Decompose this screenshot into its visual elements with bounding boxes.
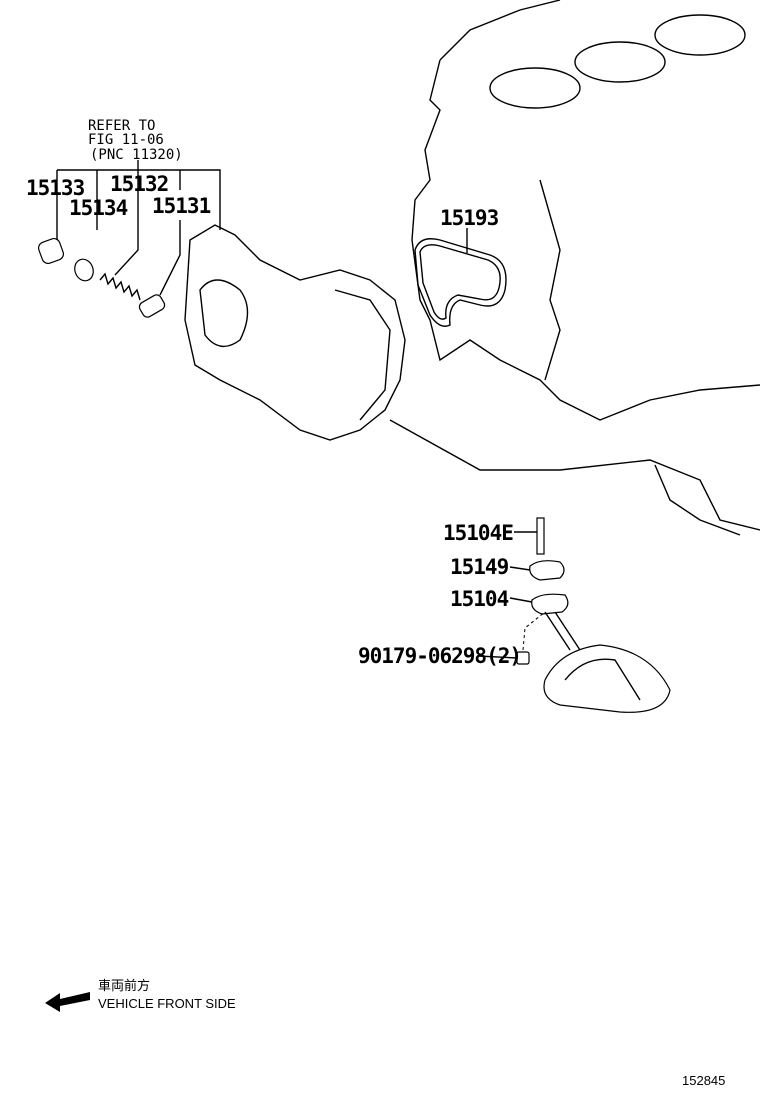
part-label-15149[interactable]: 15149: [450, 555, 510, 579]
part-label-15131[interactable]: 15131: [152, 194, 212, 218]
transmission-case-drawing: [184, 224, 406, 441]
part-label-90179-06298[interactable]: 90179-06298(2): [358, 644, 522, 668]
part-label-15132[interactable]: 15132: [110, 172, 169, 196]
gasket-15193-drawing: [414, 238, 507, 327]
small-parts-drawing: [37, 237, 671, 713]
refer-to-text: REFER TO: [88, 118, 155, 134]
pnc-ref-text: (PNC 11320): [90, 147, 183, 163]
engine-block-drawing: [389, 0, 760, 536]
vehicle-front-japanese: 車両前方: [98, 978, 150, 993]
fig-ref-text: FIG 11-06: [88, 132, 164, 148]
part-label-15193[interactable]: 15193: [440, 206, 500, 230]
vehicle-front-side-label: VEHICLE FRONT SIDE: [98, 996, 236, 1011]
part-label-15134[interactable]: 15134: [69, 196, 129, 220]
part-label-15133[interactable]: 15133: [26, 176, 86, 200]
figure-number: 152845: [682, 1073, 725, 1088]
leader-lines: [56, 160, 537, 659]
part-label-15104E[interactable]: 15104E: [443, 521, 514, 545]
arrow-left-icon: [45, 992, 90, 1012]
part-label-15104[interactable]: 15104: [450, 587, 510, 611]
